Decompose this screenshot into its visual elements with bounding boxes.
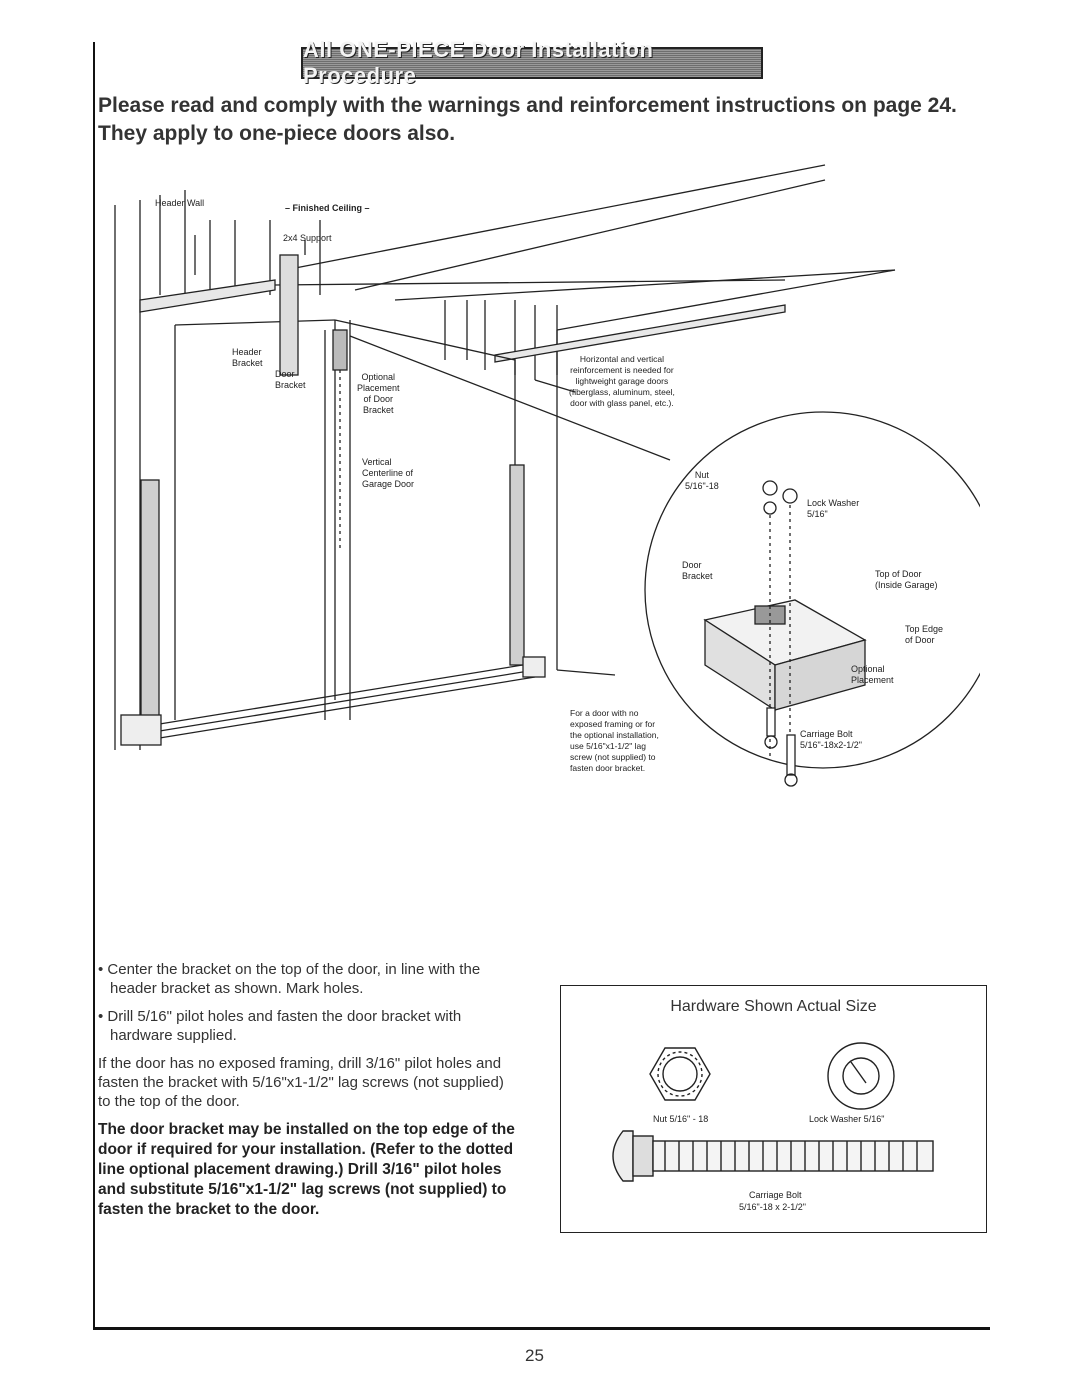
intro-line-1: Please read and comply with the warnings…	[98, 94, 957, 117]
intro-line-2: They apply to one-piece doors also.	[98, 122, 456, 145]
instruction-bold-note: The door bracket may be installed on the…	[98, 1121, 515, 1218]
label-reinforcement-note: Horizontal and vertical reinforcement is…	[569, 354, 675, 408]
instruction-paragraph: If the door has no exposed framing, dril…	[98, 1055, 504, 1110]
installation-illustration	[114, 164, 1002, 787]
carriage-bolt-head-icon	[612, 1130, 634, 1182]
intro-text: Please read and comply with the warnings…	[98, 92, 978, 148]
label-header-bracket: Header Bracket	[232, 347, 263, 368]
hardware-label-carriage-bolt-size: 5/16"-18 x 2-1/2"	[739, 1202, 806, 1212]
label-optional-placement: Optional Placement of Door Bracket	[357, 372, 400, 415]
title-banner: All ONE-PIECE Door Installation Procedur…	[301, 37, 763, 88]
label-lock-washer: Lock Washer 5/16"	[807, 498, 860, 519]
page-number: 25	[525, 1346, 544, 1365]
label-carriage-bolt: Carriage Bolt 5/16"-18x2-1/2"	[800, 729, 862, 750]
hardware-label-lock-washer: Lock Washer 5/16"	[809, 1114, 885, 1124]
hardware-title: Hardware Shown Actual Size	[670, 998, 877, 1015]
hardware-box: Hardware Shown Actual Size Nut 5/16" -	[560, 985, 987, 1233]
installation-diagram: Header Wall – Finished Ceiling – 2x4 Sup…	[95, 160, 1002, 960]
hardware-label-carriage-bolt: Carriage Bolt	[749, 1190, 802, 1200]
page-left-rule	[93, 42, 95, 1329]
label-header-wall: Header Wall	[155, 198, 205, 208]
page-title: All ONE-PIECE Door Installation Procedur…	[303, 37, 654, 88]
label-nut: Nut 5/16"-18	[685, 470, 719, 491]
instruction-bullet-1: • Center the bracket on the top of the d…	[98, 961, 481, 997]
label-vertical-centerline: Vertical Centerline of Garage Door	[362, 457, 415, 489]
label-top-of-door: Top of Door (Inside Garage)	[875, 569, 938, 590]
label-lag-note: For a door with no exposed framing or fo…	[570, 708, 659, 773]
instruction-bullet-2: • Drill 5/16" pilot holes and fasten the…	[98, 1008, 462, 1044]
instructions-column: • Center the bracket on the top of the d…	[98, 960, 518, 1229]
label-optional-placement-detail: Optional Placement	[851, 664, 894, 685]
lock-washer-icon	[827, 1042, 895, 1110]
label-2x4-support: 2x4 Support	[283, 233, 332, 243]
hardware-label-nut: Nut 5/16" - 18	[653, 1114, 709, 1124]
nut-icon	[649, 1047, 711, 1101]
hardware-illustration	[612, 1042, 934, 1182]
label-door-bracket-detail: Door Bracket	[682, 560, 713, 581]
label-finished-ceiling: – Finished Ceiling –	[285, 203, 370, 213]
page-bottom-rule	[93, 1327, 990, 1330]
label-door-bracket: Door Bracket	[275, 369, 306, 390]
label-top-edge: Top Edge of Door	[905, 624, 944, 645]
